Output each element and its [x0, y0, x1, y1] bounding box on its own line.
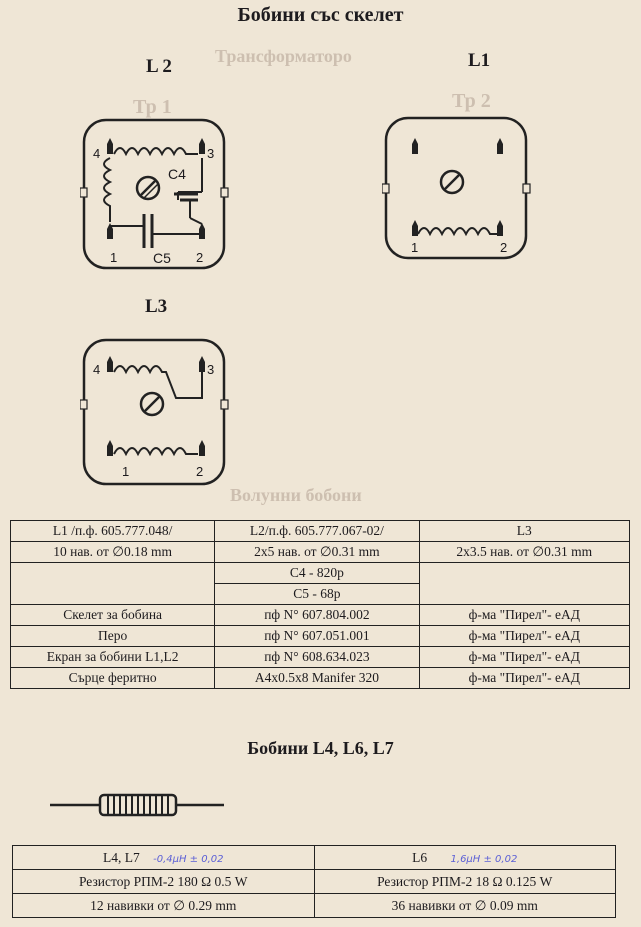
table-row: 10 нав. от ∅0.18 mm 2x5 нав. от ∅0.31 mm…: [9, 541, 631, 563]
table-cell: C4 - 820p: [214, 562, 420, 584]
table-cell: ф-ма "Пирел"- еАД: [418, 604, 631, 626]
table-cell: пф N° 608.634.023: [214, 646, 420, 668]
table-header: L4, L7 -0,4µH ± 0,02: [12, 845, 315, 870]
table-row: Сърце феритно A4x0.5x8 Manifer 320 ф-ма …: [9, 667, 631, 689]
table-cell: ф-ма "Пирел"- еАД: [418, 667, 631, 689]
table-cell: Резистор РПМ-2 180 Ω 0.5 W: [12, 869, 315, 894]
l2-pin-2: 2: [196, 250, 204, 265]
bleed-text: Трансформаторо: [215, 46, 352, 66]
l1-pin-1: 1: [411, 240, 419, 255]
table-cell: Скелет за бобина: [9, 604, 216, 626]
table-cell: L2/п.ф. 605.777.067-02/: [214, 520, 420, 542]
table-row: L1 /п.ф. 605.777.048/ L2/п.ф. 605.777.06…: [9, 520, 631, 542]
table-cell: Екран за бобини L1,L2: [9, 646, 216, 668]
table-cell: ф-ма "Пирел"- еАД: [418, 625, 631, 647]
l3-pin-1: 1: [122, 464, 130, 479]
resistor-coil-table: L4, L7 -0,4µH ± 0,02 L6 1,6µH ± 0,02 Рез…: [12, 845, 616, 918]
handwritten-note: 1,6µH ± 0,02: [450, 853, 518, 865]
table-row: C4 - 820p: [9, 562, 631, 605]
table-cell: 36 навивки от ∅ 0.09 mm: [313, 893, 616, 918]
l2-c4-label: C4: [168, 166, 186, 182]
table-row: Перо пф N° 607.051.001 ф-ма "Пирел"- еАД: [9, 625, 631, 647]
l3-pin-4: 4: [93, 362, 101, 377]
bleed-text: Тр 1: [133, 96, 172, 118]
table-cell: 2x3.5 нав. от ∅0.31 mm: [418, 541, 631, 563]
coil-l1-diagram: [382, 116, 531, 260]
coil-l1-label: L1: [468, 50, 491, 71]
table-cell: C5 - 68p: [214, 583, 420, 605]
table-cell: L1 /п.ф. 605.777.048/: [9, 520, 216, 542]
page-title: Бобини със скелет: [237, 4, 404, 26]
l1-pin-2: 2: [500, 240, 508, 255]
table-cell: пф N° 607.051.001: [214, 625, 420, 647]
table-row: 12 навивки от ∅ 0.29 mm 36 навивки от ∅ …: [12, 893, 616, 918]
table-cell: [9, 562, 216, 605]
coil-l3-label: L3: [145, 296, 168, 317]
l2-c5-label: C5: [153, 250, 171, 266]
table-cell: пф N° 607.804.002: [214, 604, 420, 626]
table-cell: Сърце феритно: [9, 667, 216, 689]
bleed-text: Тр 2: [452, 90, 491, 112]
table-row: Екран за бобини L1,L2 пф N° 608.634.023 …: [9, 646, 631, 668]
l2-pin-1: 1: [110, 250, 118, 265]
table-cell: [418, 562, 631, 605]
resistor-coil-drawing: [50, 793, 224, 817]
table-cell: A4x0.5x8 Manifer 320: [214, 667, 420, 689]
table-cell: ф-ма "Пирел"- еАД: [418, 646, 631, 668]
table-cell: L3: [418, 520, 631, 542]
table-cell: 12 навивки от ∅ 0.29 mm: [12, 893, 315, 918]
table-row: L4, L7 -0,4µH ± 0,02 L6 1,6µH ± 0,02: [12, 845, 616, 870]
table-header-label: L6: [412, 849, 428, 865]
bleed-text: Волунни бобони: [230, 485, 362, 505]
table-header-label: L4, L7: [102, 849, 140, 865]
table-cell: Резистор РПМ-2 18 Ω 0.125 W: [313, 869, 616, 894]
table-row: Резистор РПМ-2 180 Ω 0.5 W Резистор РПМ-…: [12, 869, 616, 894]
coil-spec-table: L1 /п.ф. 605.777.048/ L2/п.ф. 605.777.06…: [9, 520, 631, 689]
coil-l2-label: L 2: [146, 56, 172, 77]
table-row: Скелет за бобина пф N° 607.804.002 ф-ма …: [9, 604, 631, 626]
coil-l3-diagram: [80, 338, 229, 486]
table-cell: 10 нав. от ∅0.18 mm: [9, 541, 216, 563]
l2-pin-3: 3: [207, 146, 215, 161]
l3-pin-3: 3: [207, 362, 215, 377]
coil-l2-diagram: [80, 118, 229, 270]
handwritten-note: -0,4µH ± 0,02: [153, 853, 224, 865]
table-header: L6 1,6µH ± 0,02: [313, 845, 616, 870]
table-cell: Перо: [9, 625, 216, 647]
section-title: Бобини L4, L6, L7: [247, 738, 394, 758]
l3-pin-2: 2: [196, 464, 204, 479]
table-cell: 2x5 нав. от ∅0.31 mm: [214, 541, 420, 563]
l2-pin-4: 4: [93, 146, 101, 161]
